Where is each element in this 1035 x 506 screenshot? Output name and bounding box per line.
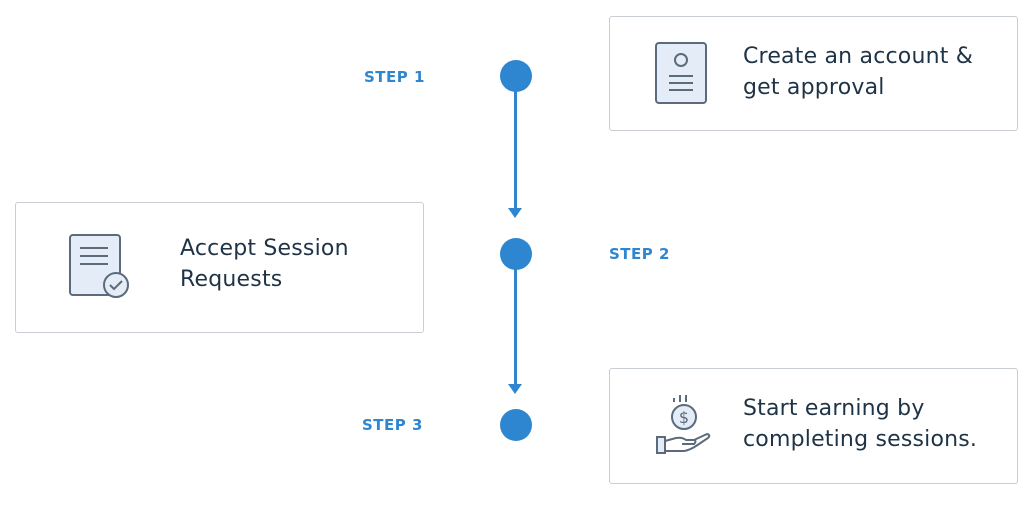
step-1-line-1: Create an account & <box>743 44 974 69</box>
step-3-card: $ Start earning by completing sessions. <box>609 368 1018 484</box>
step-3-line-2: completing sessions. <box>743 427 978 452</box>
step-2-dot <box>500 238 532 270</box>
step-2-label: STEP 2 <box>609 245 670 263</box>
step-2-description: Accept Session Requests <box>180 233 349 295</box>
step-3-line-1: Start earning by <box>743 396 925 421</box>
timeline-arrow-1-2 <box>508 208 522 218</box>
step-1-label: STEP 1 <box>364 68 425 86</box>
step-3-dot <box>500 409 532 441</box>
timeline-arrow-2-3 <box>508 384 522 394</box>
step-2-line-2: Requests <box>180 267 283 292</box>
step-1-description: Create an account & get approval <box>743 41 973 103</box>
timeline-connector-2-3 <box>514 262 517 386</box>
step-1-card: Create an account & get approval <box>609 16 1018 131</box>
svg-text:$: $ <box>679 408 689 427</box>
step-2-card: Accept Session Requests <box>15 202 424 333</box>
document-check-icon <box>68 233 132 301</box>
step-1-dot <box>500 60 532 92</box>
profile-document-icon <box>654 41 710 107</box>
hand-coin-icon: $ <box>654 393 714 459</box>
step-2-line-1: Accept Session <box>180 236 349 261</box>
timeline-connector-1-2 <box>514 86 517 210</box>
step-3-label: STEP 3 <box>362 416 423 434</box>
step-1-line-2: get approval <box>743 75 885 100</box>
step-3-description: Start earning by completing sessions. <box>743 393 977 455</box>
